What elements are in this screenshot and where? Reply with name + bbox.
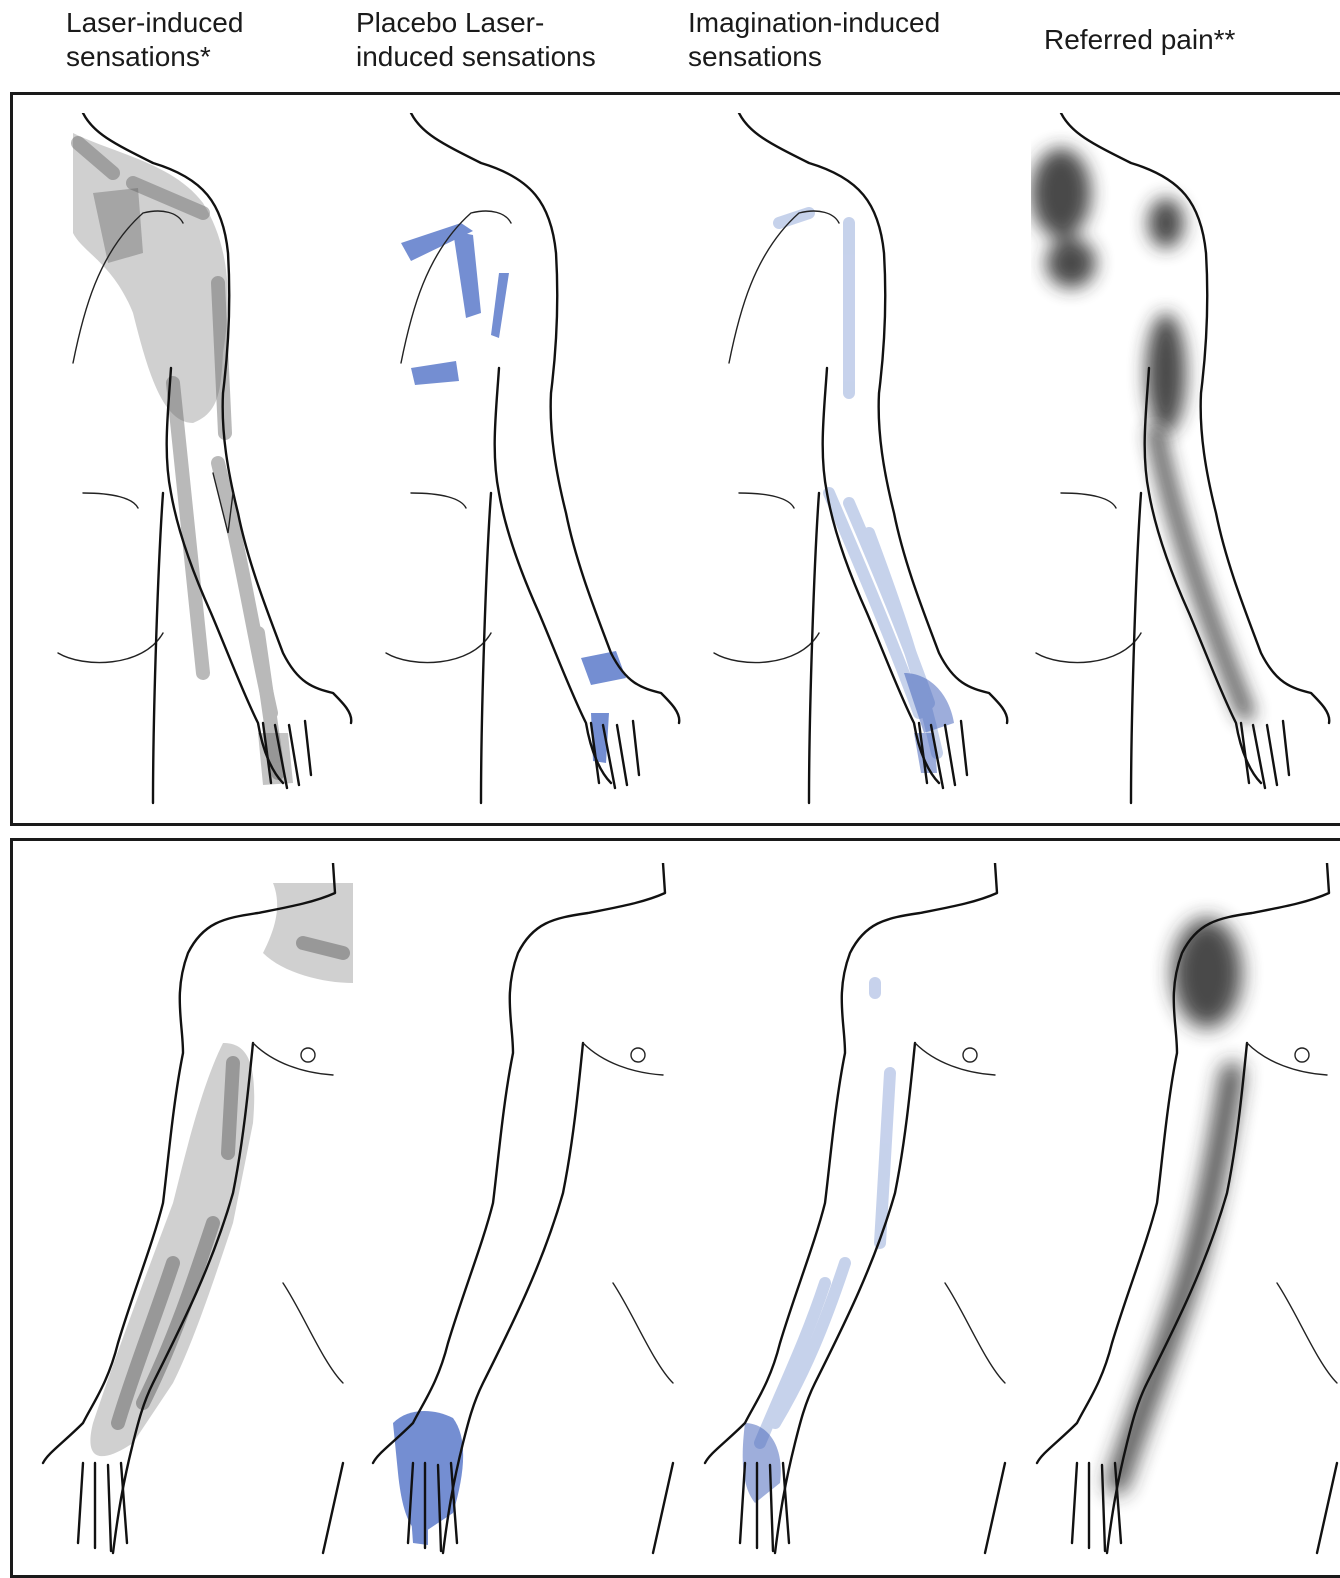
figure-front-placebo [353,863,683,1563]
header-referred-pain: Referred pain** [1044,23,1235,57]
header-placebo-laser: Placebo Laser- induced sensations [356,6,596,74]
header-imagination-induced: Imagination-induced sensations [688,6,940,74]
header-laser-induced: Laser-induced sensations* [66,6,243,74]
panel-back-view [10,92,1340,826]
figure-back-referred [1031,113,1340,813]
panel-front-view [10,838,1340,1578]
figure-front-referred [1017,863,1340,1563]
figure-front-laser [23,863,353,1563]
figure-front-imagination [685,863,1015,1563]
figure-back-placebo [381,113,691,813]
figure-back-imagination [709,113,1019,813]
figure-back-laser [53,113,363,813]
